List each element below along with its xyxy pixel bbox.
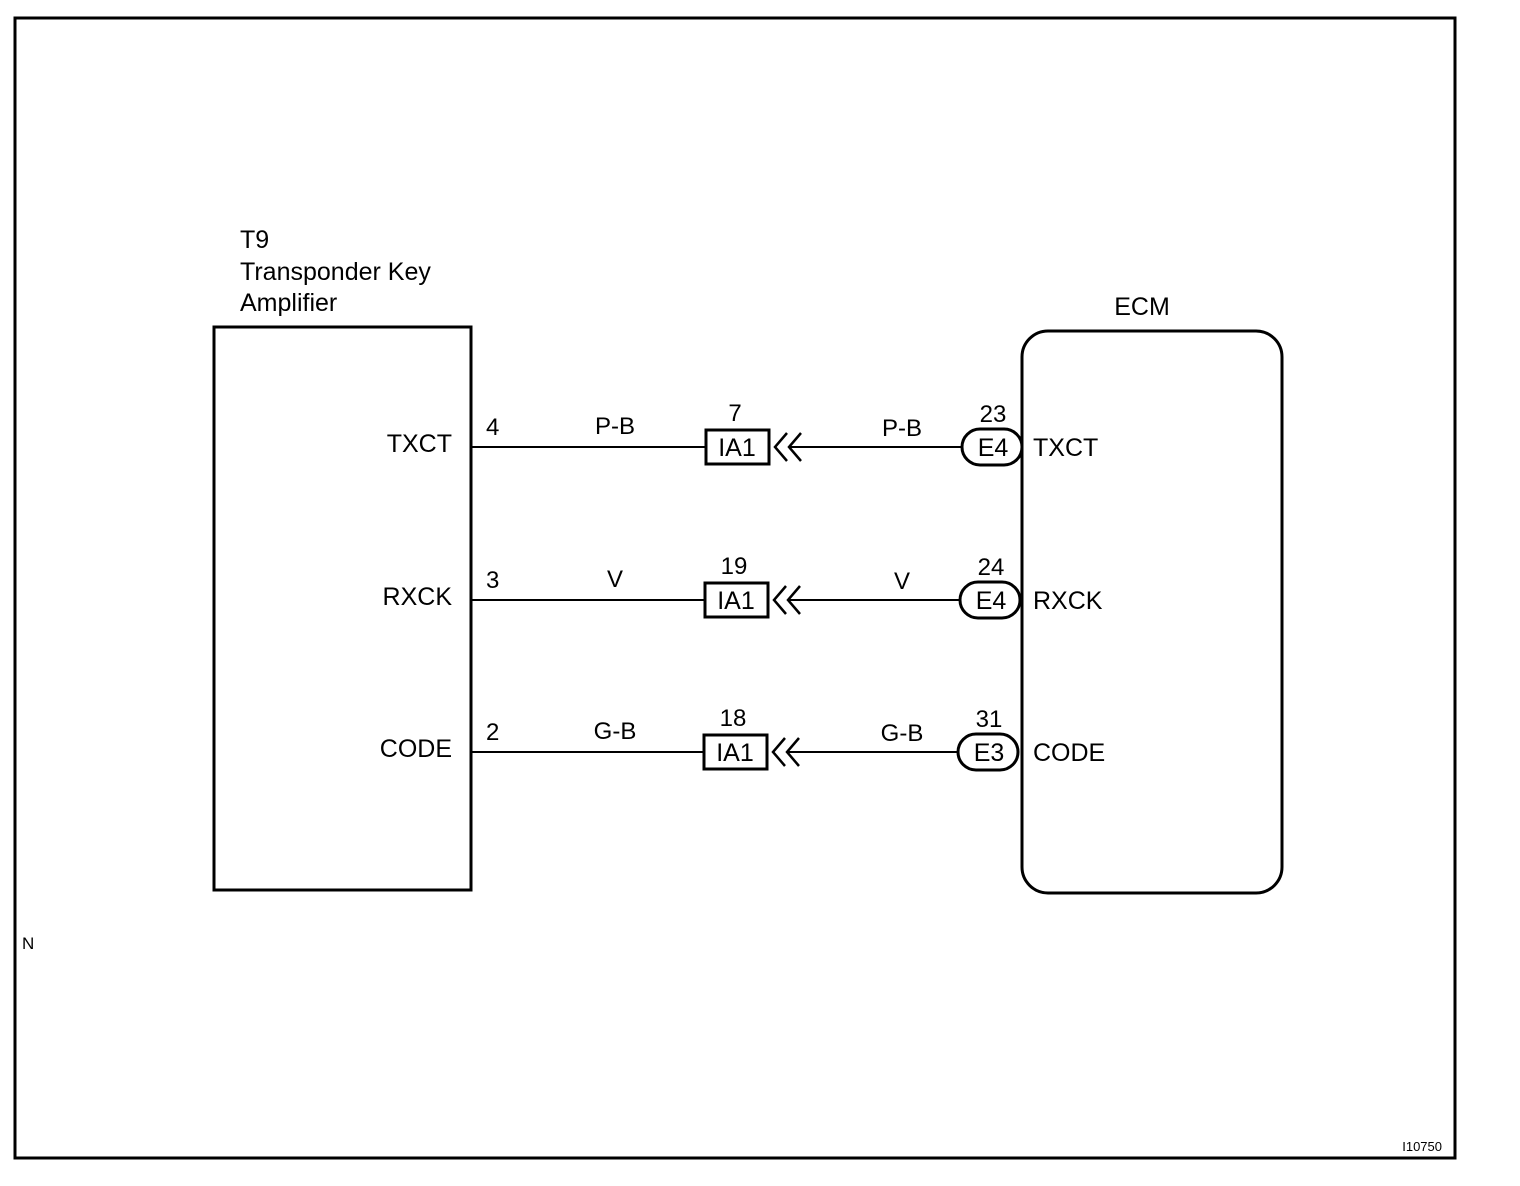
amplifier-pin-number: 3	[486, 567, 499, 594]
amplifier-signal-label: CODE	[380, 735, 452, 763]
amplifier-pin-number: 2	[486, 719, 499, 746]
ecm-pin-number: 24	[978, 554, 1005, 581]
wire-color-left: G-B	[594, 718, 637, 745]
ecm: ECM	[1020, 293, 1284, 895]
junction-pin-number: 19	[721, 553, 748, 580]
junction-connector-box	[702, 733, 769, 771]
ecm-signal-label: CODE	[1033, 739, 1105, 767]
junction-pin-number: 7	[728, 400, 741, 427]
connector-chevron-1	[772, 585, 787, 615]
amplifier-box	[212, 325, 473, 892]
ecm-connector-oval	[958, 580, 1022, 620]
junction-connector-label: IA1	[717, 587, 755, 615]
amplifier-id: T9	[240, 226, 269, 254]
ecm-connector-label: E4	[976, 587, 1007, 615]
ecm-signal-label: TXCT	[1033, 434, 1098, 462]
amplifier-name-line1: Transponder Key	[240, 258, 431, 286]
ecm-pin-number: 31	[976, 706, 1003, 733]
wire-color-right: V	[894, 568, 910, 595]
ecm-signal-label: RXCK	[1033, 587, 1103, 615]
wire-color-right: G-B	[881, 720, 924, 747]
junction-connector-box	[703, 581, 770, 619]
junction-pin-number: 18	[720, 705, 747, 732]
ecm-connector-label: E4	[978, 434, 1009, 462]
transponder-key-amplifier: T9 Transponder Key Amplifier	[212, 226, 473, 892]
junction-connector-label: IA1	[718, 434, 756, 462]
wire-color-left: P-B	[595, 413, 635, 440]
connector-chevron-1	[771, 737, 786, 767]
connector-chevron-1	[773, 432, 788, 462]
junction-connector-box	[704, 428, 771, 466]
diagram-frame	[13, 16, 1457, 1160]
amplifier-signal-label: RXCK	[383, 583, 453, 611]
ecm-connector-oval	[960, 427, 1024, 467]
figure-id: I10750	[1402, 1139, 1442, 1154]
ecm-pin-number: 23	[980, 401, 1007, 428]
amplifier-signal-label: TXCT	[387, 430, 452, 458]
corner-mark: N	[22, 934, 34, 953]
ecm-box	[1020, 329, 1284, 895]
junction-connector-label: IA1	[716, 739, 754, 767]
wire-color-right: P-B	[882, 415, 922, 442]
wire-color-left: V	[607, 566, 623, 593]
ecm-connector-label: E3	[974, 739, 1005, 767]
amplifier-name-line2: Amplifier	[240, 289, 337, 317]
amplifier-pin-number: 4	[486, 414, 499, 441]
ecm-label: ECM	[1114, 293, 1170, 321]
ecm-connector-oval	[956, 732, 1020, 772]
